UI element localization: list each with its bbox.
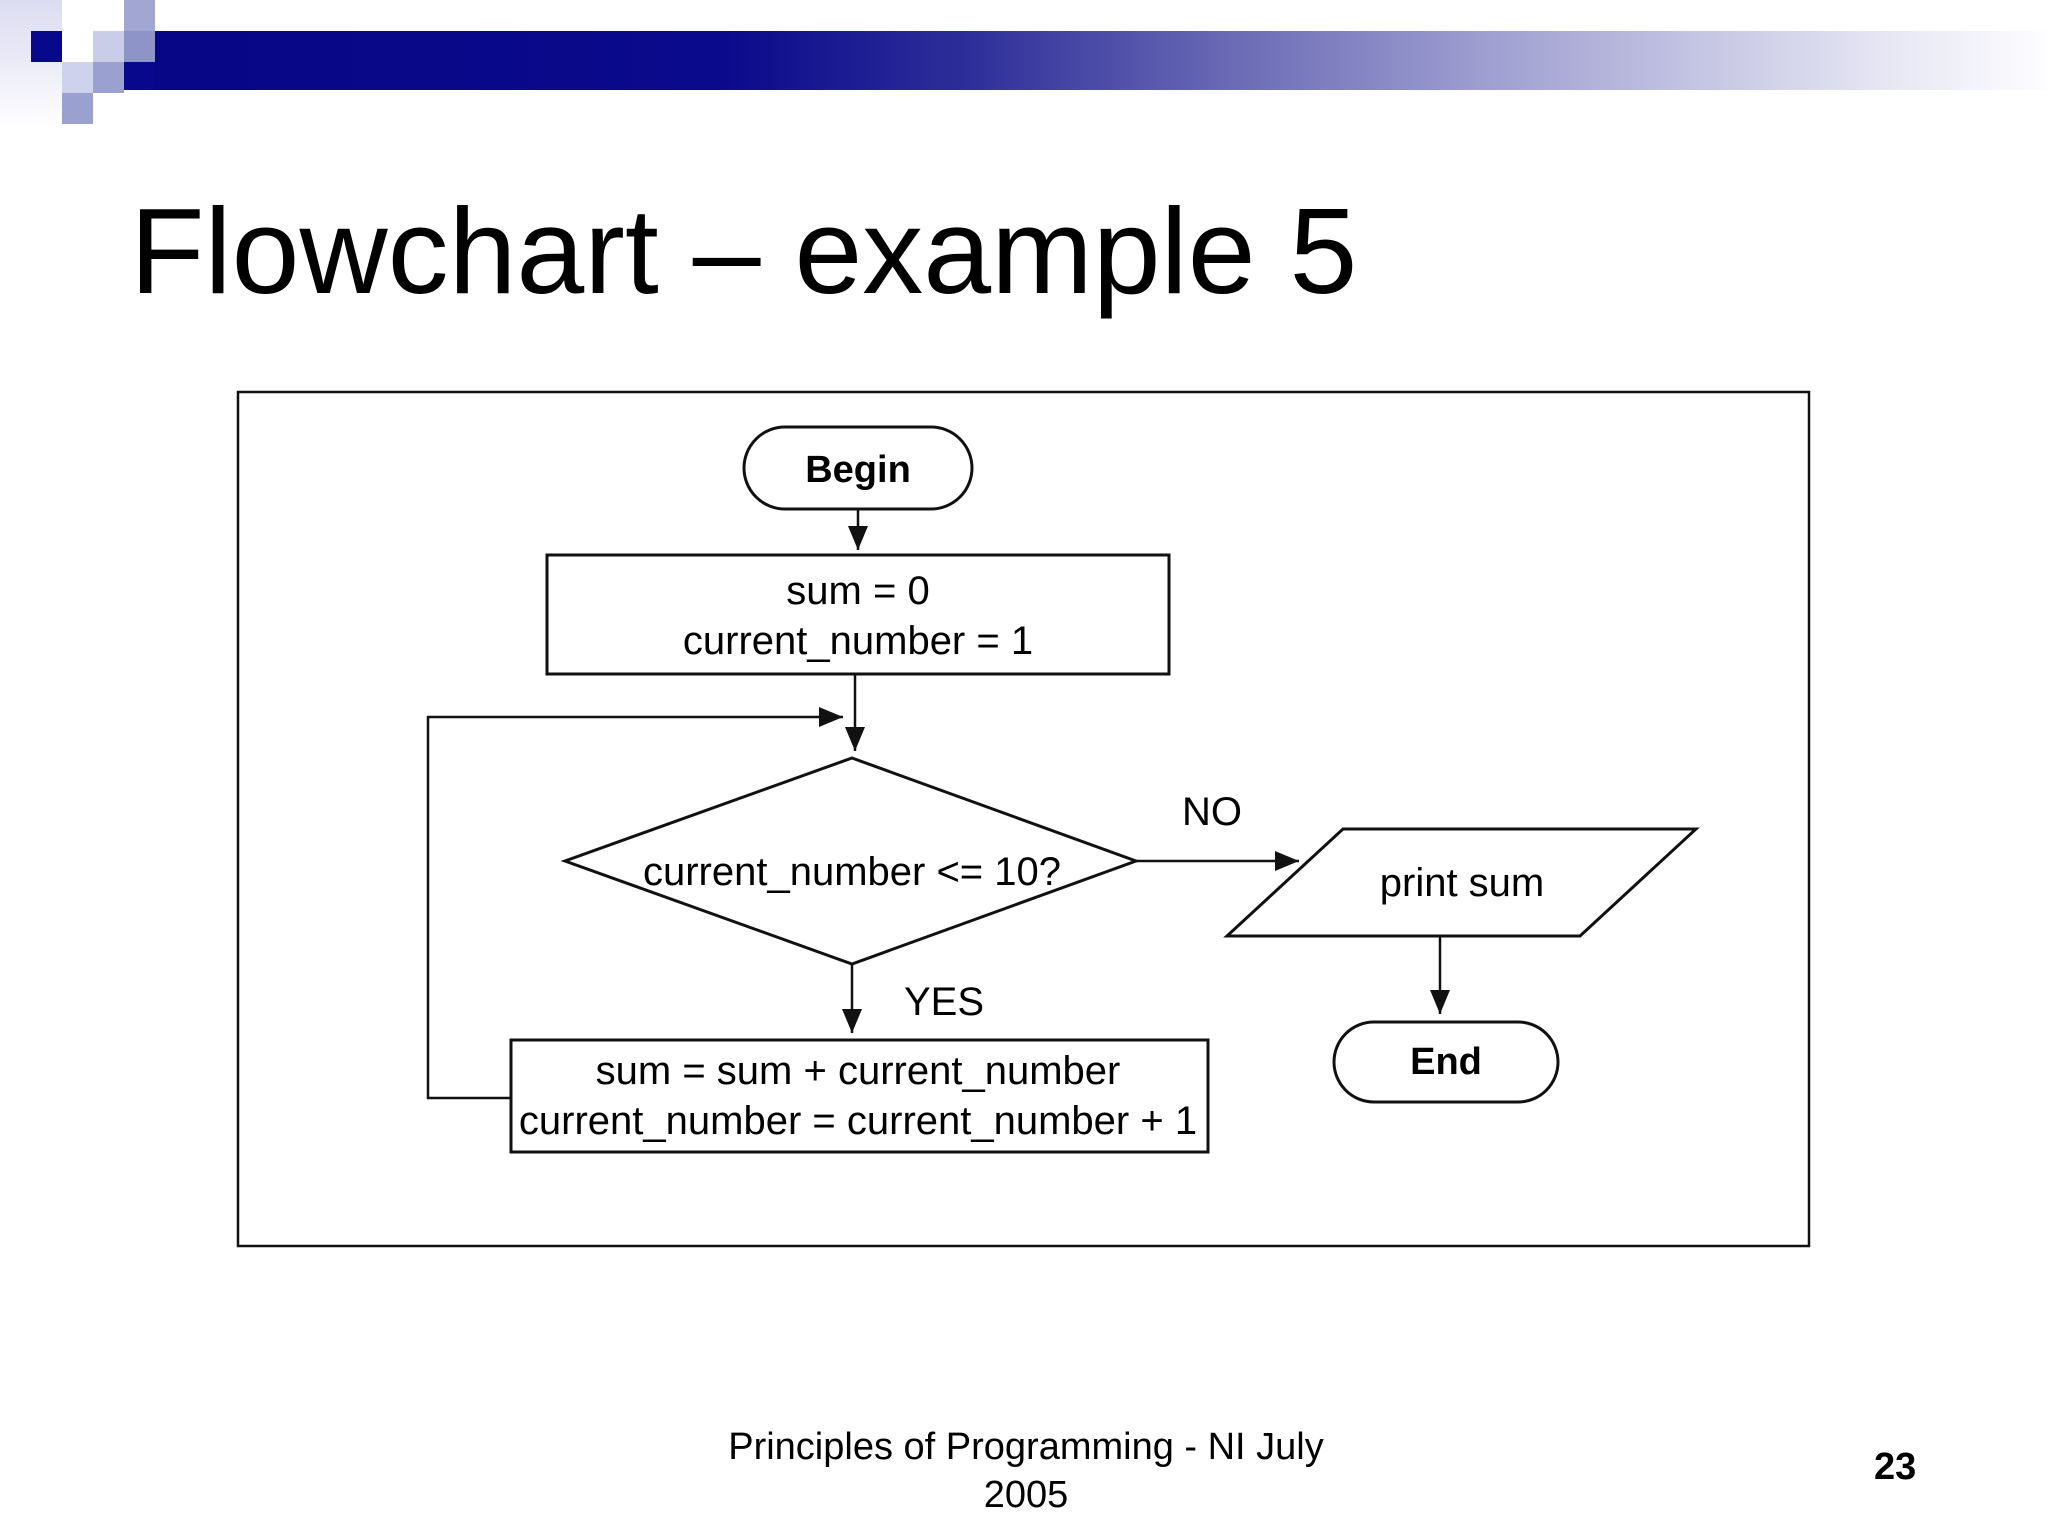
page-number: 23 [1874, 1446, 1917, 1488]
init-line2: current_number = 1 [683, 619, 1033, 663]
diagram-border [236, 390, 1811, 1248]
footer-line1: Principles of Programming - NI July [728, 1426, 1324, 1468]
banner-square [62, 62, 93, 93]
page-title: Flowchart – example 5 [130, 183, 1358, 319]
begin-label: Begin [805, 449, 911, 491]
decision-node [560, 756, 1141, 966]
print-sum-node [1223, 827, 1700, 938]
end-node [1332, 1020, 1560, 1104]
decision-label: current_number <= 10? [643, 850, 1061, 894]
body-line2: current_number = current_number + 1 [519, 1099, 1197, 1143]
init-process-node [545, 553, 1171, 676]
banner-square [93, 31, 124, 62]
banner-square [93, 62, 124, 93]
banner-gradient-bar [155, 31, 2048, 90]
yes-label: YES [904, 980, 984, 1024]
end-label: End [1410, 1041, 1482, 1083]
footer: Principles of Programming - NI July 2005 [676, 1424, 1376, 1519]
banner-left-strip [0, 0, 62, 127]
begin-node [742, 425, 974, 511]
print-sum-label: print sum [1380, 861, 1545, 905]
banner-square [124, 31, 155, 62]
loop-process-node [509, 1038, 1210, 1154]
no-label: NO [1182, 790, 1242, 834]
banner-square [62, 93, 93, 124]
footer-line2: 2005 [983, 1473, 1069, 1516]
banner-square [124, 0, 155, 31]
init-line1: sum = 0 [786, 569, 929, 613]
body-line1: sum = sum + current_number [596, 1049, 1121, 1093]
edge-loop-back [426, 707, 843, 1100]
banner-bar-step [124, 62, 155, 90]
banner-square [31, 31, 62, 62]
